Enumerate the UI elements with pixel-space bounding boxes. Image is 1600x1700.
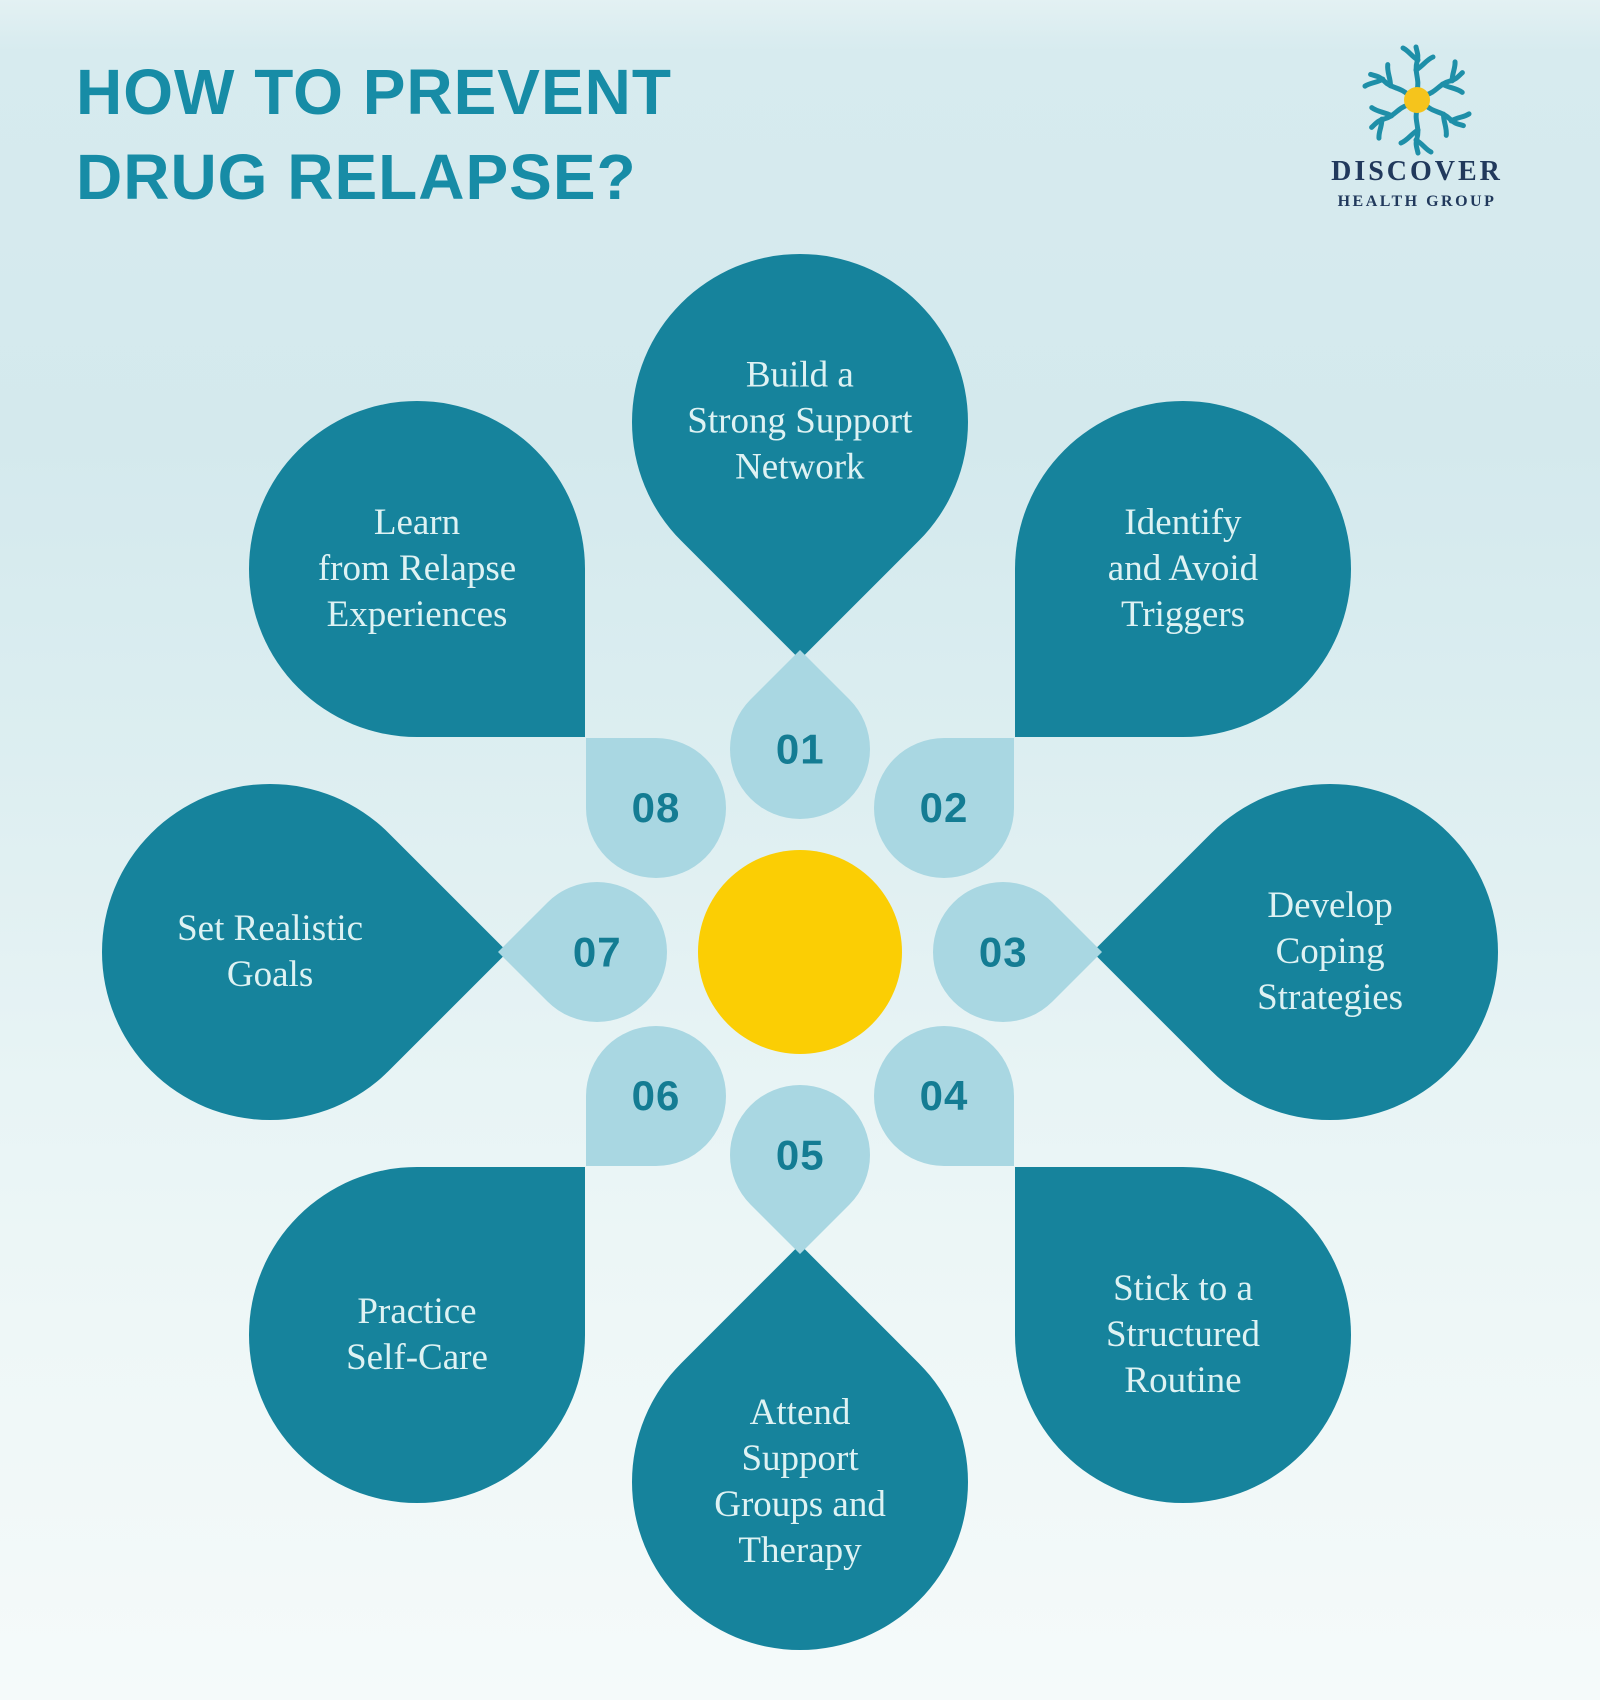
drop-08: 08 [586,738,726,878]
center-circle [698,850,902,1054]
drop-04: 04 [874,1026,1014,1166]
petal-label: Identify and Avoid Triggers [1107,502,1259,635]
petal-label: Develop Coping Strategies [1257,885,1403,1018]
drop-number: 03 [978,928,1028,975]
petal-07-set-realistic-goals: Set Realistic Goals [32,714,508,1190]
brand-name: DISCOVER [1331,156,1503,187]
drop-number: 04 [919,1072,969,1119]
drop-05: 05 [701,1056,899,1254]
petal-06-practice-self-care: Practice Self-Care [249,1167,585,1503]
drop-07: 07 [498,853,696,1051]
petal-label: Set Realistic Goals [177,908,363,995]
petal-label: Practice Self-Care [346,1291,488,1378]
brand-tagline: HEALTH GROUP [1337,193,1497,210]
petal-label: Learn from Relapse Experiences [317,502,517,635]
page-title: HOW TO PREVENT DRUG RELAPSE? [76,56,672,214]
drop-number: 05 [775,1131,825,1178]
drop-number: 07 [572,928,622,975]
drop-number: 01 [775,725,825,772]
petal-04-structured-routine: Stick to a Structured Routine [1015,1167,1351,1503]
drop-number: 02 [919,784,969,831]
drop-01: 01 [701,650,899,848]
petal-label: Build a Strong Support Network [687,355,913,488]
drop-02: 02 [874,738,1014,878]
petal-02-identify-avoid-triggers: Identify and Avoid Triggers [1015,401,1351,737]
petal-03-develop-coping-strategies: Develop Coping Strategies [1092,714,1568,1190]
drop-number: 08 [631,784,681,831]
petal-08-learn-from-relapse: Learn from Relapse Experiences [249,401,585,737]
petal-01-build-support-network: Build a Strong Support Network [562,184,1038,660]
brand-logo: DISCOVER HEALTH GROUP [1262,40,1572,211]
neuron-icon [1357,40,1477,160]
drop-03: 03 [904,853,1102,1051]
petal-05-support-groups-therapy: Attend Support Groups and Therapy [562,1244,1038,1700]
petal-label: Stick to a Structured Routine [1105,1268,1261,1401]
drop-number: 06 [631,1072,681,1119]
drop-06: 06 [586,1026,726,1166]
petal-label: Attend Support Groups and Therapy [714,1392,886,1571]
